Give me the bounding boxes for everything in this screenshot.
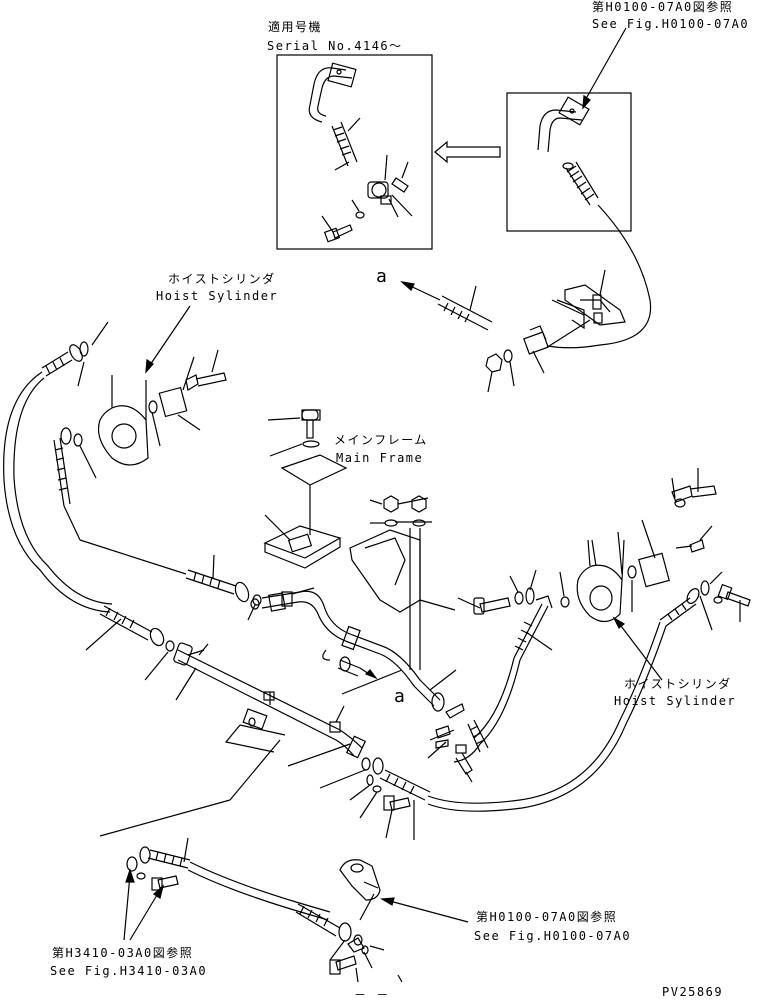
serial-label-en: Serial No.4146～ [267, 39, 403, 53]
serial-inset-box [276, 54, 433, 250]
ref-bottom-left-en: See Fig.H3410-03A0 [50, 964, 208, 978]
marker-a-mid: a [394, 686, 405, 707]
marker-a-top: a [376, 266, 387, 287]
ref-top-jp: 第H0100-07A0図参照 [592, 0, 734, 14]
hoist-right-en: Hoist Sylinder [614, 694, 737, 708]
ref-bottom-right-en: See Fig.H0100-07A0 [474, 929, 632, 943]
center-pipe [173, 587, 457, 789]
ref-bottom-left-jp: 第H3410-03A0図参照 [52, 946, 194, 960]
center-bracket [349, 495, 456, 670]
serial-label-jp: 適用号機 [268, 20, 323, 34]
hoist-right-jp: ホイストシリンダ [624, 677, 732, 691]
hoist-left-en: Hoist Sylinder [156, 289, 279, 303]
page-id: PV25869 [662, 985, 724, 999]
upper-right-cluster [400, 269, 626, 393]
ref-bottom-right-jp: 第H0100-07A0図参照 [476, 910, 618, 924]
left-hoses [3, 321, 262, 681]
bottom-assembly [99, 739, 469, 983]
hoist-cylinder-right [349, 468, 751, 840]
hoist-cylinder-left [97, 305, 227, 466]
hollow-arrow [434, 140, 501, 164]
detail-inset-box [506, 92, 652, 346]
main-frame-jp: メインフレーム [334, 433, 428, 447]
ref-top-pointer [582, 27, 627, 110]
main-frame-en: Main Frame [336, 451, 424, 465]
main-frame-bracket [263, 409, 348, 569]
ref-top-en: See Fig.H0100-07A0 [592, 17, 750, 31]
main-hose-curve [453, 344, 601, 763]
footer-mark: － － [354, 988, 390, 1002]
hoist-left-jp: ホイストシリンダ [168, 272, 276, 286]
